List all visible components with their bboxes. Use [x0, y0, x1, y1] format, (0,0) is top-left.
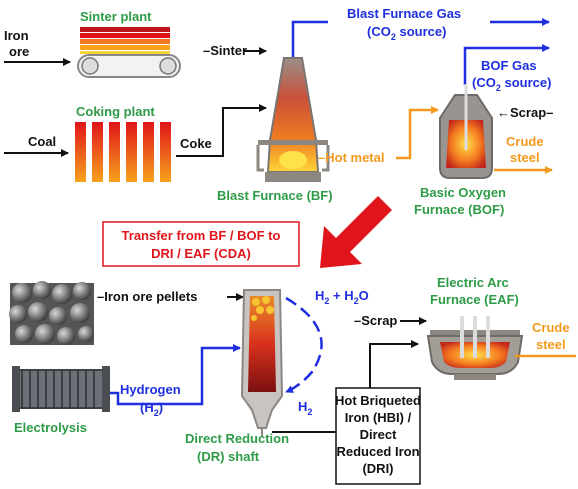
electrolysis-label: Electrolysis — [14, 420, 87, 435]
transfer-box — [102, 221, 300, 267]
hbi-dri-label-4: Reduced Iron — [336, 444, 419, 459]
bof-icon — [439, 84, 493, 179]
bof-crude-steel-label: Crude — [506, 134, 544, 149]
eaf-scrap-label: –Scrap — [354, 313, 397, 328]
coal-label: Coal — [28, 134, 56, 149]
iron-ore-label-2: ore — [9, 44, 29, 59]
bf-gas-co2-label: (CO2 source) — [367, 24, 446, 42]
bof-gas-co2-label: (CO2 source) — [472, 75, 551, 93]
blast-furnace-icon — [256, 57, 330, 182]
hbi-dri-label-5: (DRI) — [362, 461, 393, 476]
hydrogen-label: Hydrogen — [120, 382, 181, 397]
iron-ore-pellets-label: –Iron ore pellets — [97, 289, 197, 304]
hydrogen-label-2: (H2) — [140, 400, 163, 418]
coking-plant-icon — [75, 122, 171, 182]
eaf-label-2: Furnace (EAF) — [430, 292, 519, 307]
hot-metal-label: –Hot metal — [318, 150, 384, 165]
bf-gas-pipe — [291, 20, 328, 65]
h2-h2o-label: H2 + H2O — [315, 288, 369, 306]
dr-shaft-icon — [240, 289, 284, 436]
blast-furnace-label: Blast Furnace (BF) — [217, 188, 333, 203]
bof-crude-steel-label-2: steel — [510, 150, 540, 165]
sinter-plant-title: Sinter plant — [80, 9, 152, 24]
sinter-label: –Sinter — [203, 43, 247, 58]
hbi-dri-label-2: Iron (HBI) / — [345, 410, 412, 425]
dri-to-eaf-arrow — [369, 340, 419, 388]
electrolysis-image — [12, 366, 110, 412]
dr-shaft-label: Direct Reduction — [185, 431, 289, 446]
bof-label-2: Furnace (BOF) — [414, 202, 504, 217]
transfer-arrow — [320, 196, 392, 268]
transfer-label-2: DRI / EAF (CDA) — [151, 246, 251, 261]
coke-arrow — [176, 104, 267, 157]
hbi-dri-label: Hot Briqueted — [335, 393, 421, 408]
bf-gas-label: Blast Furnace Gas — [347, 6, 461, 21]
hbi-dri-box — [335, 387, 421, 485]
sinter-plant-icon — [77, 27, 181, 78]
coke-label: Coke — [180, 136, 212, 151]
hot-metal-arrow — [396, 106, 439, 160]
eaf-crude-steel-label-2: steel — [536, 337, 566, 352]
dr-shaft-label-2: (DR) shaft — [197, 449, 260, 464]
hbi-dri-label-3: Direct — [360, 427, 398, 442]
iron-ore-label: Iron — [4, 28, 29, 43]
bof-gas-arrow — [463, 44, 550, 85]
eaf-label: Electric Arc — [437, 275, 509, 290]
h2-recycle-loop — [285, 296, 323, 394]
coking-plant-title: Coking plant — [76, 104, 155, 119]
bof-gas-label: BOF Gas — [481, 58, 537, 73]
hydrogen-arrow — [110, 344, 241, 406]
bof-label: Basic Oxygen — [420, 185, 506, 200]
bof-scrap-label: ←Scrap– — [497, 105, 553, 120]
h2-loop-label: H2 — [298, 399, 312, 417]
iron-ore-pellets-image — [9, 281, 94, 345]
eaf-icon — [426, 316, 524, 380]
eaf-crude-steel-label: Crude — [532, 320, 570, 335]
transfer-label: Transfer from BF / BOF to — [122, 228, 281, 243]
